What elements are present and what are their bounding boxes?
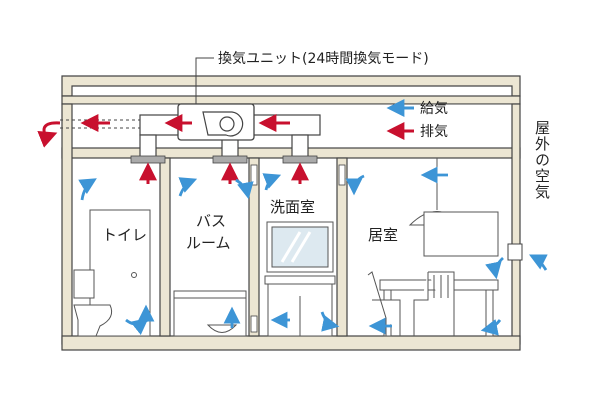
room-label-living: 居室 xyxy=(368,226,398,244)
table-leg-right xyxy=(485,289,494,337)
vanity-counter xyxy=(264,275,336,285)
unit-label: 換気ユニット(24時間換気モード) xyxy=(218,51,429,67)
supply-living-inlet xyxy=(485,256,504,280)
duct-drop-living xyxy=(291,134,309,158)
toilet-tank xyxy=(73,269,95,299)
room-label-bath-1: バス xyxy=(196,212,226,230)
supply-wash-floor-right xyxy=(320,311,340,332)
legend-supply-label: 給気 xyxy=(420,101,448,117)
exhaust-arrows xyxy=(37,114,309,184)
supply-bath-up xyxy=(178,177,198,197)
supply-bath-right xyxy=(235,178,254,200)
wall-wash-living xyxy=(336,157,348,337)
outdoor-air-inlet xyxy=(507,243,523,261)
outside-air-label: 屋外の空気 xyxy=(533,120,551,200)
duct-drop-toilet xyxy=(139,134,157,158)
wall-bath-wash xyxy=(248,157,260,337)
right-outer-wall xyxy=(511,103,521,345)
room-label-bath-2: ルーム xyxy=(186,234,231,252)
supply-outside-in xyxy=(528,254,548,271)
supply-arrows xyxy=(78,166,548,336)
wall-toilet-bath xyxy=(159,157,171,337)
fan-icon xyxy=(202,111,244,137)
undercut-vent-wash xyxy=(338,164,346,186)
supply-living-corner xyxy=(480,319,502,336)
mirror-glare-2 xyxy=(290,231,312,263)
legend-exhaust-label: 排気 xyxy=(420,124,448,140)
grille-toilet xyxy=(130,155,166,164)
undercut-vent-bath-top xyxy=(250,164,258,186)
ceiling-band xyxy=(61,95,521,105)
room-label-washroom: 洗面室 xyxy=(270,198,315,216)
chair-right xyxy=(413,271,455,336)
mirror-glare xyxy=(280,231,302,263)
toilet-door-handle xyxy=(131,272,137,278)
bath-sink xyxy=(206,324,238,333)
fixtures xyxy=(73,158,499,337)
supply-toilet-up xyxy=(78,178,97,201)
supply-living-wall xyxy=(345,174,365,196)
exhaust-curl-outside xyxy=(37,121,61,148)
left-outer-wall xyxy=(61,103,73,345)
undercut-vent-bath xyxy=(250,315,258,333)
grille-bath xyxy=(212,155,248,164)
room-label-toilet: トイレ xyxy=(102,226,147,244)
unit-leader-line xyxy=(195,57,214,104)
supply-wash-up xyxy=(262,173,282,191)
grille-living xyxy=(282,155,318,164)
floor-slab xyxy=(61,335,521,351)
wall-picture xyxy=(423,211,499,257)
roof-slab xyxy=(61,75,521,97)
toilet-bowl xyxy=(73,304,113,337)
